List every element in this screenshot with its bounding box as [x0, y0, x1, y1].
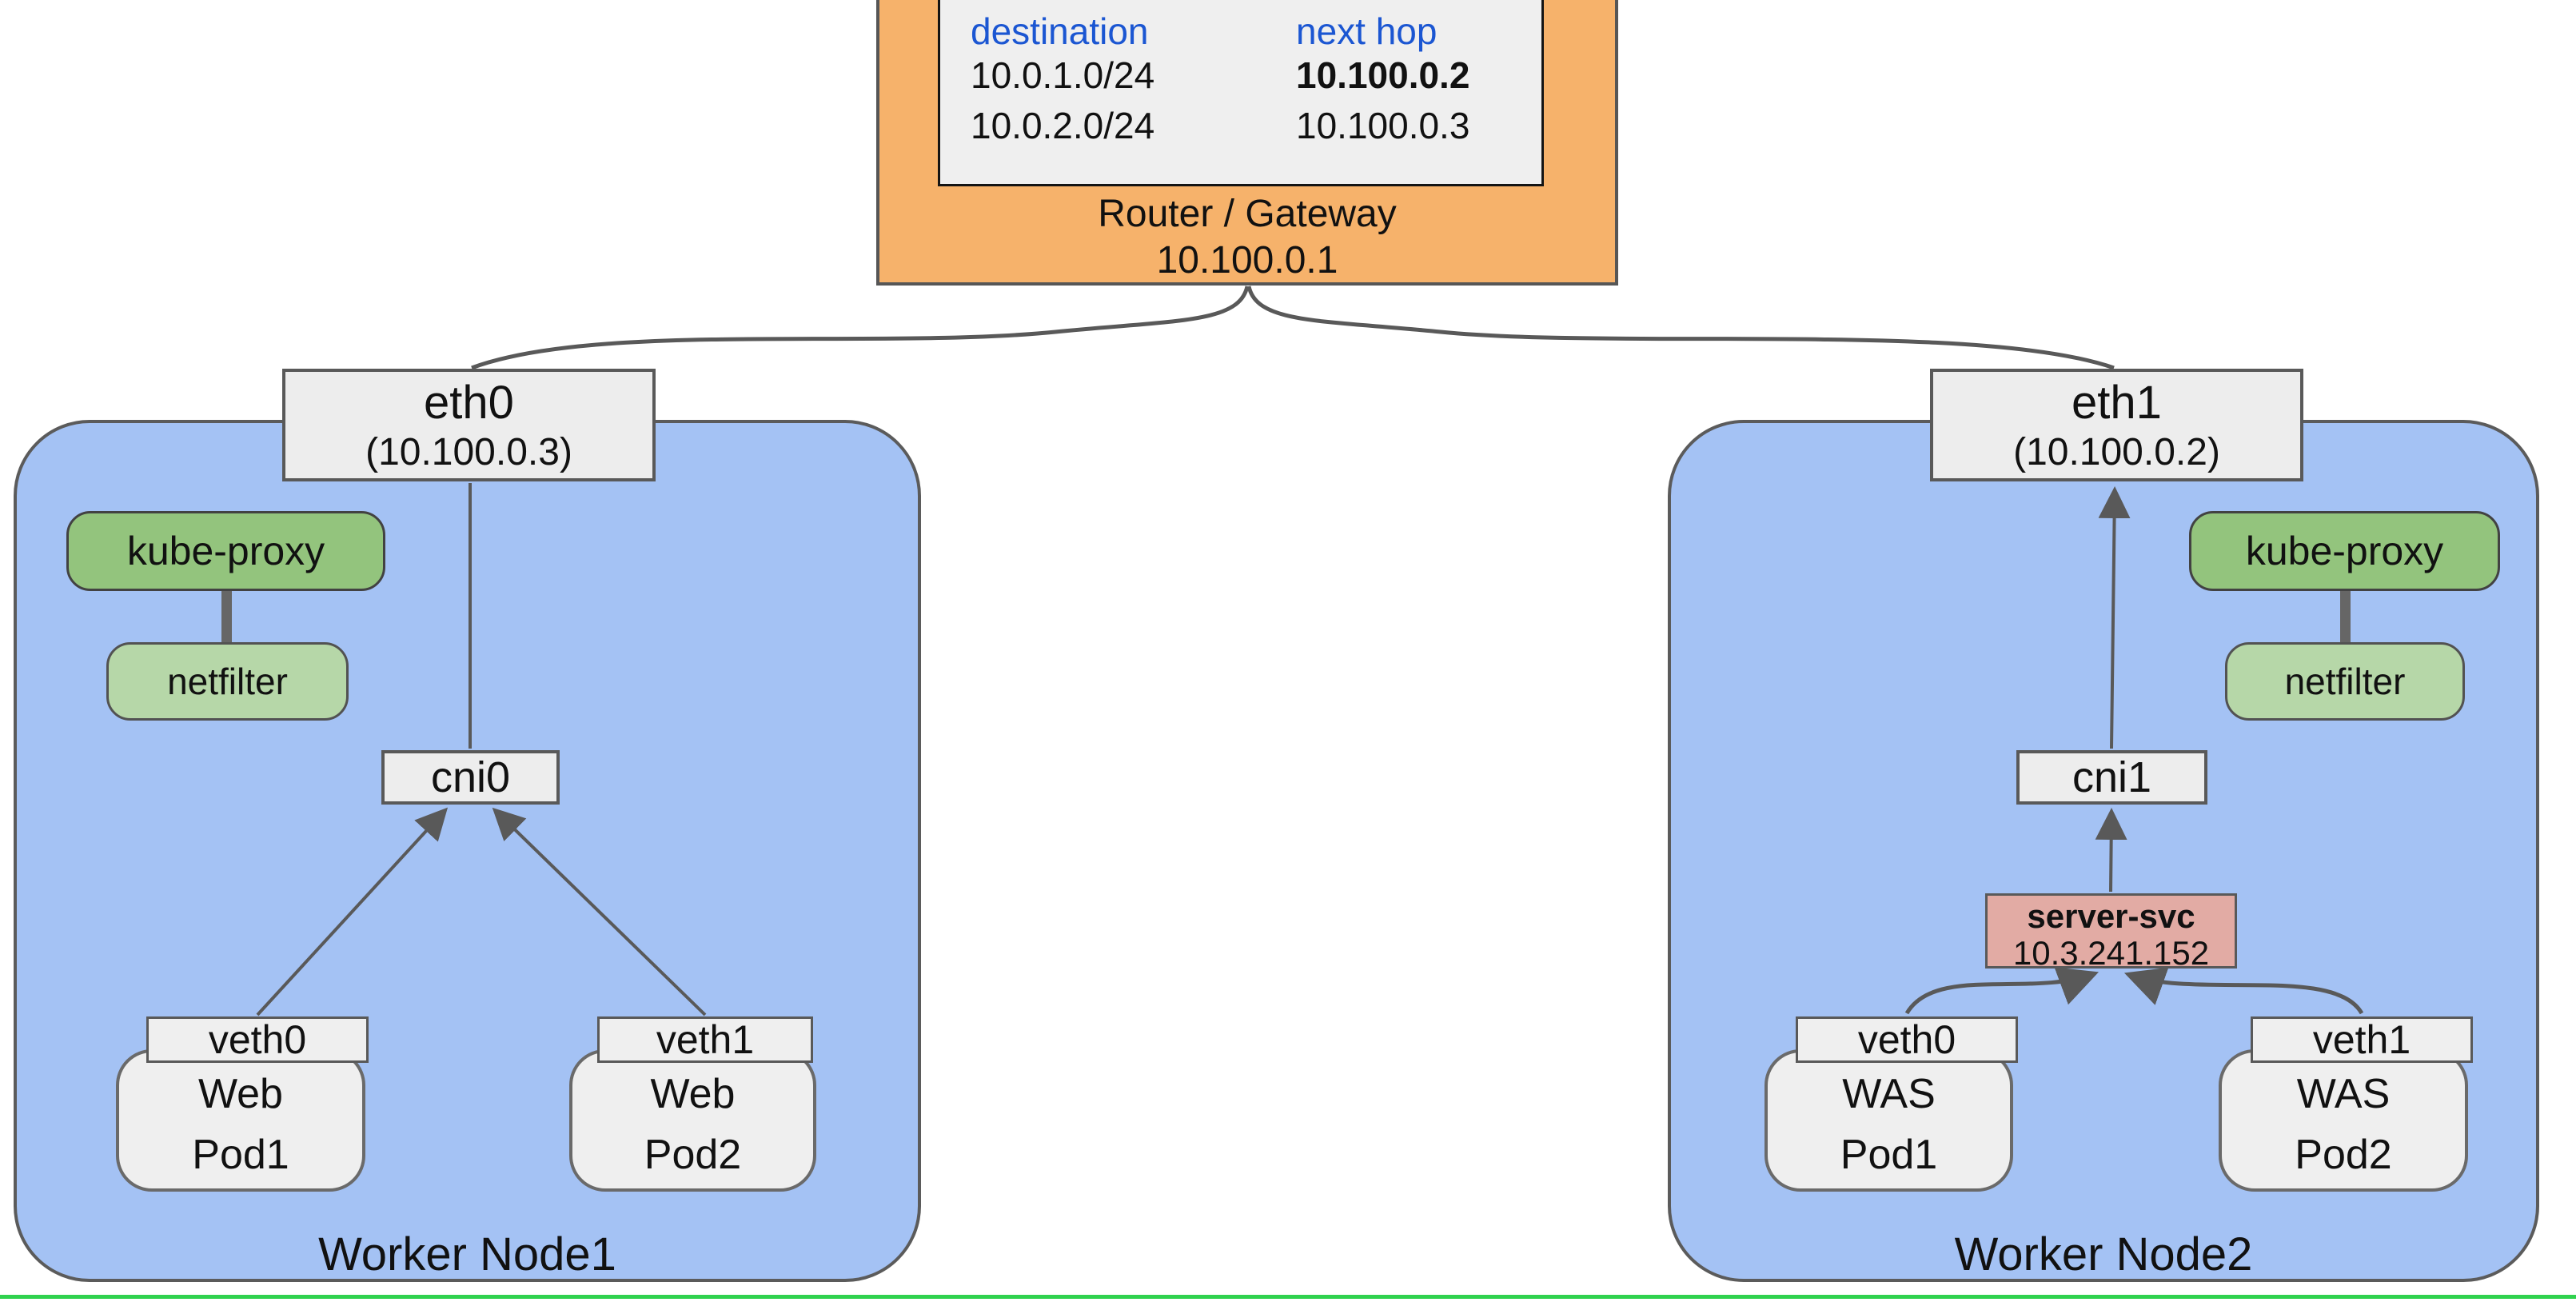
netfilter-node1-box: netfilter	[106, 642, 349, 721]
routing-table-row1-next-hop: 10.100.0.2	[1296, 54, 1470, 96]
router-gateway-ip: 10.100.0.1	[1156, 239, 1338, 282]
eth1-box: eth1 (10.100.0.2)	[1930, 369, 2303, 481]
node1-pod1-app: Web	[198, 1071, 283, 1117]
cni0-label: cni0	[430, 753, 511, 801]
node2-pod1-app: WAS	[1842, 1071, 1936, 1117]
bottom-green-rule	[0, 1295, 2576, 1299]
routing-table-header-destination: destination	[971, 10, 1149, 52]
node1-pod2-box: Web Pod2	[569, 1049, 816, 1192]
eth0-box: eth0 (10.100.0.3)	[282, 369, 656, 481]
cni0-box: cni0	[381, 750, 560, 805]
arrow-webpod2-to-cni0	[492, 807, 707, 1016]
netfilter-node1-label: netfilter	[167, 661, 288, 702]
eth1-ip: (10.100.0.2)	[2013, 431, 2220, 473]
server-svc-label: server-svc	[2027, 897, 2195, 935]
node2-pod2-box: WAS Pod2	[2219, 1049, 2468, 1192]
server-svc-ip: 10.3.241.152	[2012, 934, 2210, 972]
arrow-cni1-to-eth1	[2098, 486, 2131, 749]
link-kubeproxy-netfilter-node1	[221, 588, 232, 645]
wire-router-to-eth0	[471, 286, 1250, 370]
arrow-webpod1-to-cni0	[256, 807, 449, 1016]
router-gateway-label: Router / Gateway	[1098, 193, 1397, 235]
netfilter-node2-box: netfilter	[2225, 642, 2465, 721]
arrow-waspod1-to-serversvc	[1904, 967, 2099, 1015]
node2-pod2-name: Pod2	[2295, 1132, 2392, 1178]
wire-router-to-eth1	[1246, 286, 2115, 370]
eth0-ip: (10.100.0.3)	[365, 431, 572, 473]
node2-pod2-veth-tab: veth1	[2251, 1016, 2473, 1063]
kube-proxy-node2-label: kube-proxy	[2245, 529, 2444, 573]
worker-node1-title: Worker Node1	[318, 1228, 616, 1280]
cni1-label: cni1	[2072, 753, 2152, 801]
node1-pod1-veth-label: veth0	[208, 1017, 307, 1062]
netfilter-node2-label: netfilter	[2284, 661, 2406, 702]
node2-pod1-box: WAS Pod1	[1765, 1049, 2013, 1192]
routing-table-row2-next-hop: 10.100.0.3	[1296, 105, 1470, 146]
node2-pod1-name: Pod1	[1840, 1132, 1938, 1178]
node1-pod1-veth-tab: veth0	[146, 1016, 369, 1063]
node1-pod2-app: Web	[650, 1071, 736, 1117]
node2-pod1-veth-tab: veth0	[1796, 1016, 2018, 1063]
node2-pod2-app: WAS	[2296, 1071, 2391, 1117]
routing-table: destination next hop 10.0.1.0/24 10.100.…	[938, 0, 1544, 186]
cni1-box: cni1	[2016, 750, 2207, 805]
worker-node2-title: Worker Node2	[1954, 1228, 2253, 1280]
link-kubeproxy-netfilter-node2	[2340, 588, 2351, 645]
kube-proxy-node1-label: kube-proxy	[126, 529, 325, 573]
eth0-label: eth0	[424, 377, 514, 429]
node1-pod2-veth-tab: veth1	[597, 1016, 813, 1063]
node2-pod1-veth-label: veth0	[1857, 1017, 1956, 1062]
arrow-waspod2-to-serversvc	[2123, 967, 2364, 1015]
node1-pod1-box: Web Pod1	[116, 1049, 365, 1192]
node1-pod2-veth-label: veth1	[656, 1017, 755, 1062]
routing-table-row1-destination: 10.0.1.0/24	[971, 54, 1155, 96]
node1-pod1-name: Pod1	[192, 1132, 289, 1178]
kube-proxy-node1-box: kube-proxy	[66, 511, 385, 591]
routing-table-row2-destination: 10.0.2.0/24	[971, 105, 1155, 146]
node1-pod2-name: Pod2	[644, 1132, 742, 1178]
server-svc-box: server-svc 10.3.241.152	[1985, 893, 2237, 972]
kube-proxy-node2-box: kube-proxy	[2189, 511, 2500, 591]
node2-pod2-veth-label: veth1	[2312, 1017, 2411, 1062]
routing-table-header-next-hop: next hop	[1296, 10, 1438, 52]
eth1-label: eth1	[2072, 377, 2162, 429]
